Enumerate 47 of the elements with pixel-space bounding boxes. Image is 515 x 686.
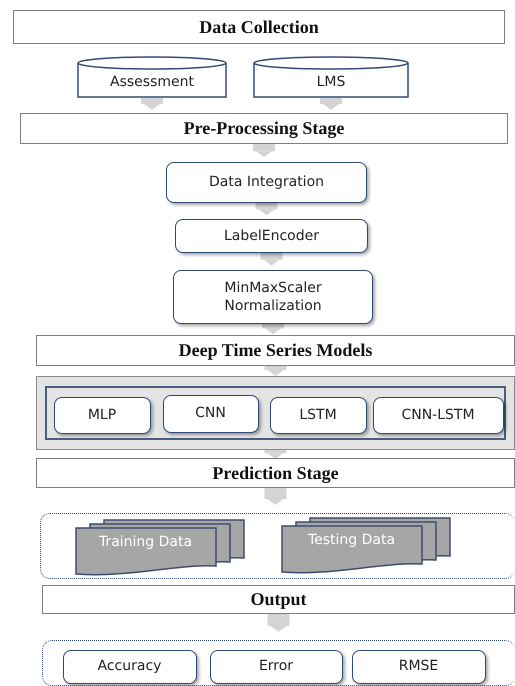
step-label: Data Integration: [208, 173, 326, 192]
stage-banner: [42, 585, 515, 614]
block-arrow: [253, 144, 275, 158]
block-arrow: [264, 488, 286, 505]
database-cylinder: [253, 56, 409, 98]
stage-banner: [20, 113, 508, 144]
process-box: [173, 270, 373, 324]
database-cylinder: [77, 56, 227, 98]
block-arrow: [320, 98, 342, 110]
stage-title: Deep Time Series Models: [178, 340, 372, 361]
step-label: Error: [258, 657, 294, 676]
block-arrow: [262, 324, 284, 334]
document-stack: [76, 520, 246, 574]
stage-title: Pre-Processing Stage: [184, 118, 344, 139]
model-box: [270, 396, 366, 434]
step-label: Accuracy: [96, 657, 162, 676]
source-label: LMS: [316, 72, 346, 92]
metric-box: [352, 650, 486, 684]
dataset-label: Training Data: [98, 534, 194, 550]
block-arrow: [264, 450, 286, 460]
model-box: [372, 396, 504, 434]
model-box: [162, 394, 258, 432]
step-label: RMSE: [398, 657, 440, 676]
stage-title: Prediction Stage: [212, 462, 339, 484]
process-box: [166, 162, 367, 203]
stage-title: Output: [250, 589, 307, 610]
stage-banner: [36, 335, 515, 366]
metric-box: [210, 650, 342, 684]
stage-banner: [13, 10, 505, 44]
step-label: MLP: [86, 406, 118, 424]
model-box: [54, 396, 150, 434]
stage-banner: [36, 458, 515, 488]
step-label: CNN-LSTM: [400, 406, 476, 424]
block-arrow: [264, 366, 286, 376]
step-label: MinMaxScaler Normalization: [223, 278, 323, 316]
process-box: [175, 219, 368, 253]
block-arrow: [268, 614, 290, 632]
step-label: LabelEncoder: [222, 226, 320, 246]
source-label: Assessment: [109, 72, 195, 92]
step-label: LSTM: [298, 406, 338, 424]
model-group-panel: [36, 376, 515, 450]
block-arrow: [141, 98, 163, 110]
block-arrow: [256, 203, 278, 216]
block-arrow: [260, 253, 282, 266]
step-label: CNN: [194, 404, 227, 423]
stage-title: Data Collection: [199, 16, 319, 38]
metric-box: [62, 650, 196, 684]
